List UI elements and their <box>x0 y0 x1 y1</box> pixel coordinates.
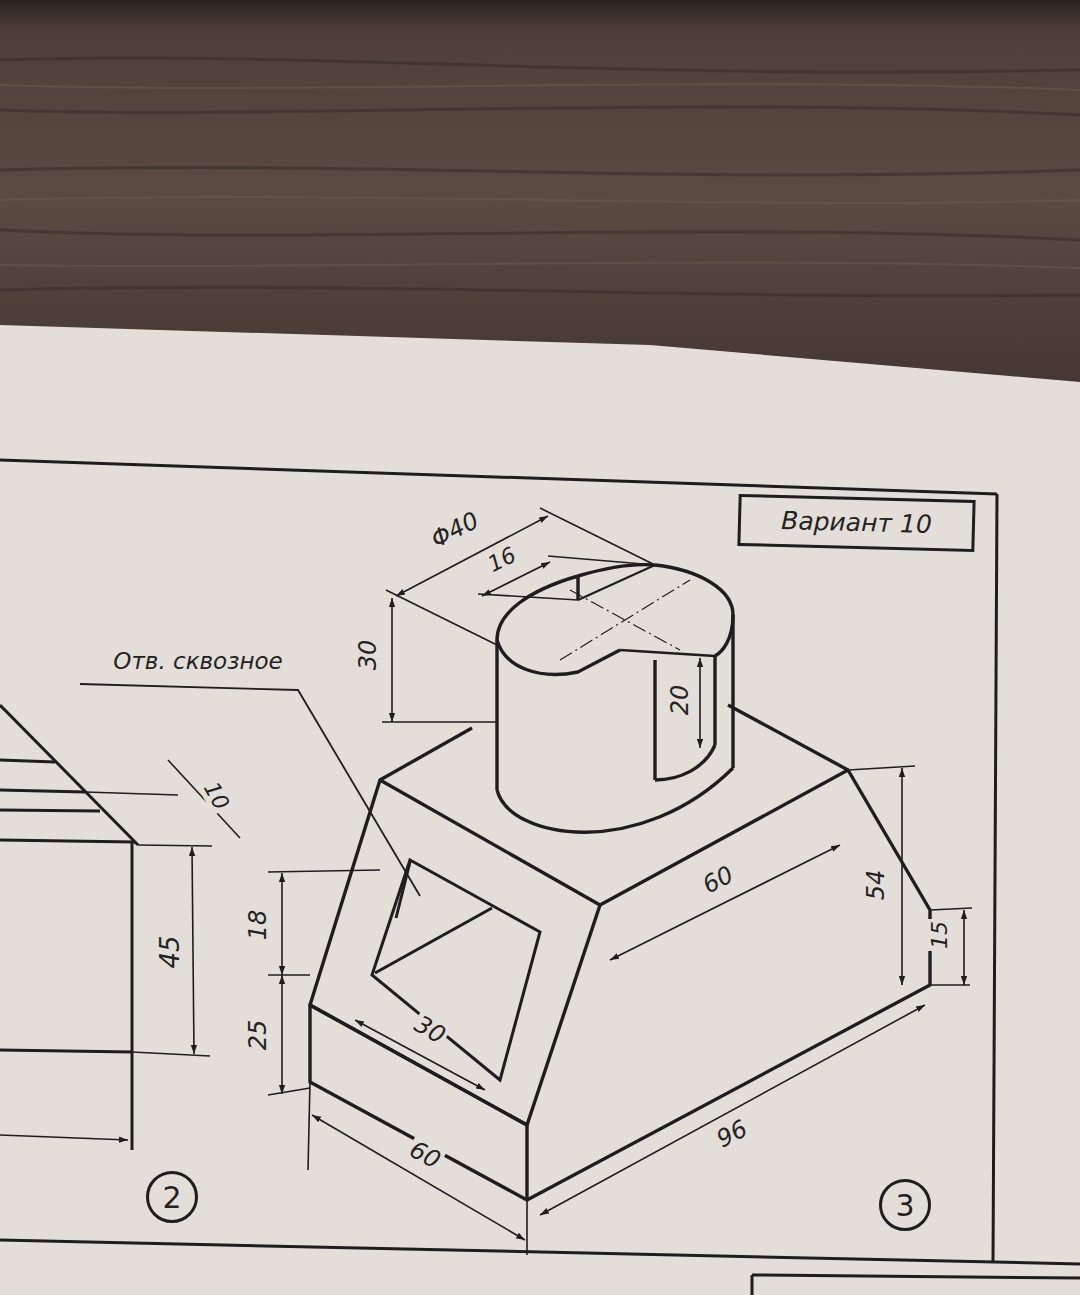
dimension-lines-part <box>268 974 310 976</box>
cylinder-boss-part <box>497 576 578 640</box>
cylinder-boss-part <box>620 650 715 656</box>
dimension-lines-part <box>848 766 915 770</box>
dimension-lines-part <box>610 845 840 960</box>
dimension-value: 54 <box>863 868 889 903</box>
dimension-lines-part <box>132 1052 210 1056</box>
center-lines-part <box>560 580 690 660</box>
sheet-frame-part <box>993 494 997 1262</box>
paper-sheet <box>0 325 1080 1295</box>
wood-grain-part <box>0 168 1080 175</box>
part-fragment-part <box>0 840 135 842</box>
cylinder-boss-part <box>653 660 656 780</box>
wood-grain-part <box>0 107 1080 115</box>
dimension-value: 18 <box>245 908 271 943</box>
through-hole-part <box>375 908 492 973</box>
wood-grain-part <box>0 263 1080 268</box>
base-block-part <box>527 770 930 1200</box>
wood-grain-part <box>0 287 1080 296</box>
dimension-lines-part <box>478 594 578 600</box>
dimension-lines-part <box>192 847 194 1054</box>
sheet-frame <box>0 460 1080 1295</box>
dimension-value: 25 <box>245 1018 271 1053</box>
dimension-lines-part <box>548 556 655 565</box>
center-lines <box>560 580 690 660</box>
base-block-part <box>380 728 472 780</box>
sheet-frame-part <box>751 1275 754 1295</box>
dimension-lines-part <box>268 870 380 872</box>
dimension-lines-part <box>963 910 965 985</box>
base-block-part <box>728 705 848 770</box>
dimension-lines <box>0 760 240 1140</box>
dimension-value: 15 <box>928 919 952 951</box>
part-fragment-part <box>0 1050 132 1052</box>
callout-number: 3 <box>879 1179 931 1231</box>
dimension-lines-part <box>138 845 212 846</box>
cylinder-boss <box>497 565 733 833</box>
node-text: 3 <box>895 1189 914 1222</box>
node-text: 2 <box>162 1181 181 1214</box>
wood-grain <box>0 84 1080 268</box>
dimension-lines-part <box>268 1088 310 1095</box>
wood-grain-part <box>0 197 1080 203</box>
dimension-value: 45 <box>156 933 185 970</box>
cylinder-boss-part <box>497 640 620 674</box>
wood-grain-part <box>0 58 1080 72</box>
wood-grain-part <box>0 84 1080 90</box>
dimension-lines-part <box>930 908 972 910</box>
dimension-lines-part <box>0 1135 128 1140</box>
cylinder-boss-part <box>495 640 498 790</box>
sheet-frame-part <box>0 460 997 494</box>
wood-grain-part <box>0 230 1080 240</box>
node-text: Вариант 10 <box>781 507 932 538</box>
cylinder-boss-part <box>497 768 733 832</box>
cylinder-boss-part <box>731 615 734 768</box>
cylinder-boss-part <box>576 576 579 600</box>
leader-line-part <box>80 684 420 896</box>
dimension-lines-part <box>308 1082 310 1170</box>
hole-note: Отв. сквозное <box>111 649 284 674</box>
wood-grain <box>0 58 1080 296</box>
dimension-lines-part <box>526 1200 528 1255</box>
dimension-lines-part <box>901 768 903 985</box>
cylinder-boss-part <box>713 656 716 745</box>
callout-number: 2 <box>146 1171 198 1223</box>
through-hole-part <box>396 862 410 918</box>
base-block <box>310 705 930 1200</box>
dimension-lines <box>268 508 972 1255</box>
dimension-lines-part <box>391 598 393 722</box>
dimension-lines-part <box>85 792 178 795</box>
cylinder-boss-part <box>655 745 715 780</box>
through-hole-part <box>372 860 540 1080</box>
dimension-lines-part <box>386 590 497 645</box>
dimension-value: 30 <box>355 638 381 673</box>
leader-line <box>80 684 420 896</box>
dimension-lines-part <box>168 760 240 838</box>
part-fragment-part <box>0 810 100 811</box>
dimension-lines-part <box>281 873 283 975</box>
part-fragment-part <box>131 842 134 1150</box>
cylinder-boss-part <box>578 565 655 600</box>
through-hole <box>372 860 540 1080</box>
part-fragment-part <box>0 790 85 792</box>
part-fragment-part <box>0 705 138 845</box>
part-fragment <box>0 705 138 1150</box>
dimension-value: 20 <box>667 683 693 718</box>
dimension-lines-part <box>540 508 655 565</box>
center-lines-part <box>570 590 680 650</box>
dimension-lines-part <box>281 975 283 1094</box>
sheet-frame-part <box>752 1275 1080 1278</box>
variant-box: Вариант 10 <box>737 494 975 552</box>
base-block-part <box>310 1005 527 1200</box>
dimension-lines-part <box>312 1115 525 1240</box>
dimension-lines-part <box>699 658 701 748</box>
dimension-lines-part <box>382 721 497 723</box>
dimension-lines-part <box>540 1005 925 1215</box>
sheet-frame-part <box>0 1240 1080 1264</box>
part-fragment-part <box>0 760 55 762</box>
